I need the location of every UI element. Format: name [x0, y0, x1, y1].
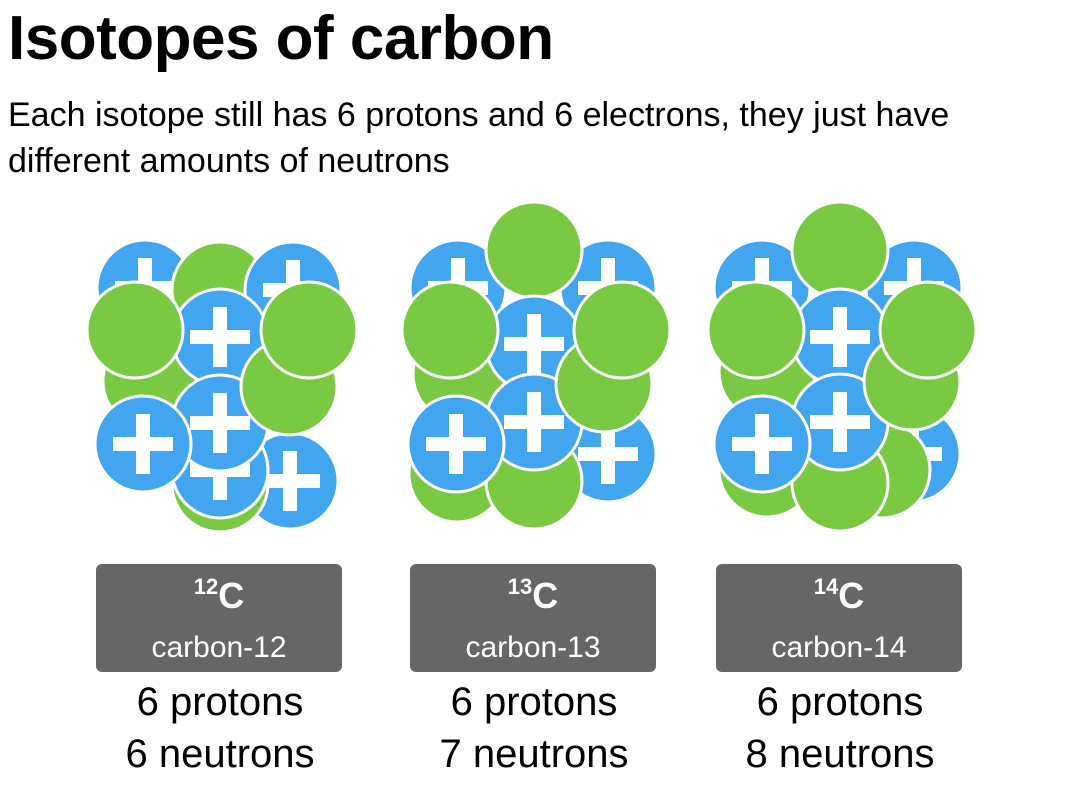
proton-count: 6 protons	[756, 680, 924, 724]
isotope-carbon-14: 14C carbon-14 6 protons 8 neutrons	[690, 200, 990, 780]
mass-number: 12	[193, 574, 219, 599]
plus-sign-icon	[810, 307, 870, 367]
isotope-symbol: 14C	[716, 574, 962, 618]
plus-sign-icon	[426, 414, 486, 474]
neutron-count: 7 neutrons	[439, 732, 629, 776]
isotope-name: carbon-12	[151, 631, 287, 664]
neutron-5	[85, 280, 185, 380]
neutron-6	[400, 280, 500, 380]
proton-count: 6 protons	[136, 680, 304, 724]
carbon-13-nucleus	[400, 200, 672, 531]
neutron-circle	[878, 280, 978, 380]
proton-7	[93, 394, 193, 494]
carbon-14-particle-counts: 6 protons 8 neutrons	[690, 676, 990, 780]
element-symbol: C	[218, 575, 245, 616]
neutron-circle	[572, 280, 672, 380]
carbon-12-label-box: 12C carbon-12	[96, 564, 342, 672]
neutron-8	[878, 280, 978, 380]
plus-sign-icon	[732, 414, 792, 474]
isotope-name: carbon-13	[465, 631, 601, 664]
neutron-circle	[484, 200, 584, 300]
plus-sign-icon	[190, 307, 250, 367]
neutron-6	[259, 280, 359, 380]
neutron-count: 6 neutrons	[125, 732, 315, 776]
carbon-14-nucleus	[706, 200, 978, 533]
isotope-symbol: 13C	[410, 574, 656, 618]
plus-sign-icon	[578, 424, 638, 484]
plus-sign-icon	[260, 451, 320, 511]
element-symbol: C	[532, 575, 559, 616]
plus-sign-icon	[113, 414, 173, 474]
neutron-count: 8 neutrons	[745, 732, 935, 776]
carbon-12-particle-counts: 6 protons 6 neutrons	[70, 676, 370, 780]
carbon-14-label-box: 14C carbon-14	[716, 564, 962, 672]
mass-number: 14	[813, 574, 839, 599]
diagram-title: Isotopes of carbon	[8, 4, 554, 73]
carbon-12-nucleus	[85, 238, 359, 534]
neutron-1	[790, 200, 890, 300]
plus-sign-icon	[504, 314, 564, 374]
neutron-7	[706, 280, 806, 380]
neutron-circle	[85, 280, 185, 380]
proton-6	[712, 394, 812, 494]
neutron-circle	[400, 280, 500, 380]
isotope-symbol: 12C	[96, 574, 342, 618]
plus-sign-icon	[810, 392, 870, 452]
neutron-circle	[706, 280, 806, 380]
neutron-circle	[259, 280, 359, 380]
mass-number: 13	[507, 574, 533, 599]
diagram-subtitle: Each isotope still has 6 protons and 6 e…	[8, 96, 950, 180]
carbon-13-particle-counts: 6 protons 7 neutrons	[384, 676, 684, 780]
proton-count: 6 protons	[450, 680, 618, 724]
neutron-1	[484, 200, 584, 300]
plus-sign-icon	[504, 392, 564, 452]
element-symbol: C	[838, 575, 865, 616]
plus-sign-icon	[190, 393, 250, 453]
isotope-name: carbon-14	[771, 631, 907, 664]
proton-6	[406, 394, 506, 494]
isotope-carbon-13: 13C carbon-13 6 protons 7 neutrons	[384, 200, 684, 780]
neutron-7	[572, 280, 672, 380]
neutron-circle	[790, 200, 890, 300]
isotope-carbon-12: 12C carbon-12 6 protons 6 neutrons	[70, 200, 370, 780]
carbon-13-label-box: 13C carbon-13	[410, 564, 656, 672]
